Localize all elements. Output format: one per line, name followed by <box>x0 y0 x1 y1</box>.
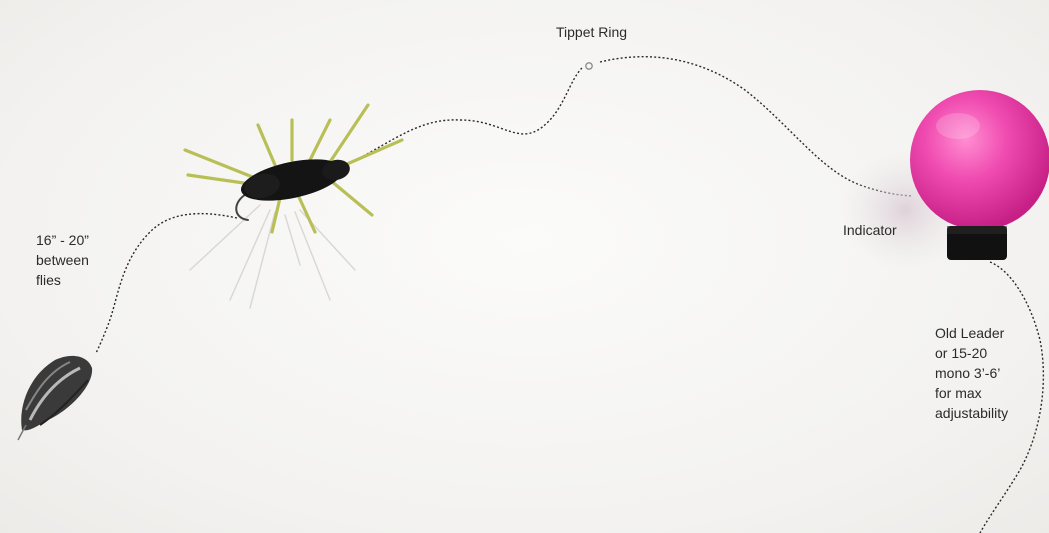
indicator-ball-icon <box>840 90 1049 270</box>
between-flies-line-3: flies <box>36 270 126 290</box>
indicator-label: Indicator <box>843 220 897 240</box>
tippet-ring-label: Tippet Ring <box>556 22 627 42</box>
stonefly-nymph-icon <box>185 105 402 308</box>
old-leader-line-4: for max <box>935 383 1045 403</box>
between-flies-line-1: 16” - 20” <box>36 230 126 250</box>
small-nymph-icon <box>18 356 92 440</box>
between-flies-line-2: between <box>36 250 126 270</box>
old-leader-line-5: adjustability <box>935 403 1045 423</box>
tippet-ring-icon <box>586 63 592 69</box>
old-leader-line-3: mono 3’-6’ <box>935 363 1045 383</box>
old-leader-label: Old Leader or 15-20 mono 3’-6’ for max a… <box>935 323 1045 423</box>
old-leader-line-1: Old Leader <box>935 323 1045 343</box>
old-leader-line-2: or 15-20 <box>935 343 1045 363</box>
between-flies-label: 16” - 20” between flies <box>36 230 126 290</box>
